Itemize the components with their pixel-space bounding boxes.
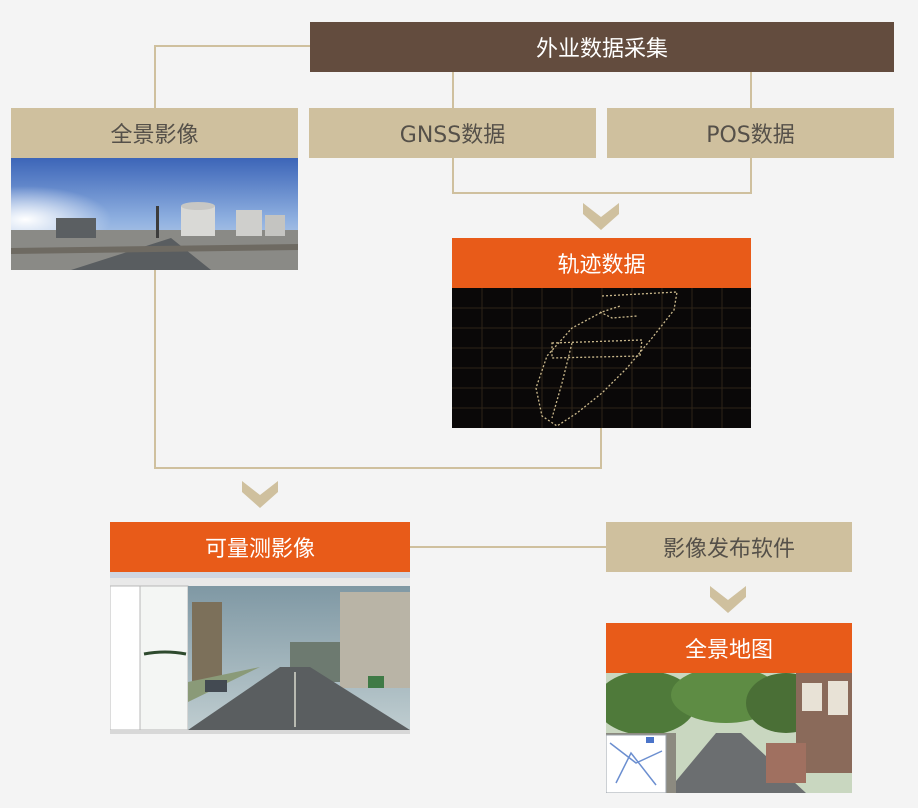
node-trajectory-data: 轨迹数据 xyxy=(452,238,751,288)
node-label: POS数据 xyxy=(706,123,795,148)
line-to-measurable xyxy=(154,270,602,469)
panorama-map-photo xyxy=(606,673,852,793)
node-field-collection: 外业数据采集 xyxy=(310,22,894,72)
measurable-image-screenshot xyxy=(110,572,410,734)
trajectory-plot-graphic xyxy=(452,288,751,428)
node-label: 影像发布软件 xyxy=(662,537,795,562)
measurable-image-screenshot-graphic xyxy=(110,572,410,734)
trajectory-plot xyxy=(452,288,751,428)
node-label: GNSS数据 xyxy=(399,123,506,148)
node-label: 轨迹数据 xyxy=(557,253,646,278)
line-gnss-pos-merge xyxy=(452,158,752,194)
panorama-map-photo-graphic xyxy=(606,673,852,793)
node-pos-data: POS数据 xyxy=(607,108,894,158)
node-panorama-map: 全景地图 xyxy=(606,623,852,673)
panorama-photo-graphic xyxy=(11,158,298,270)
node-label: 可量测影像 xyxy=(204,537,315,562)
node-gnss-data: GNSS数据 xyxy=(309,108,596,158)
node-measurable-image: 可量测影像 xyxy=(110,522,410,572)
line-collection-to-panorama xyxy=(154,45,310,108)
arrow-down-to-map xyxy=(710,586,746,613)
panorama-photo xyxy=(11,158,298,270)
node-label: 全景影像 xyxy=(110,123,199,148)
arrow-down-to-trajectory xyxy=(583,203,619,230)
node-label: 外业数据采集 xyxy=(535,37,668,62)
arrow-down-to-measurable xyxy=(242,481,278,508)
node-image-publish-software: 影像发布软件 xyxy=(606,522,852,572)
node-label: 全景地图 xyxy=(684,638,773,663)
node-panorama-image: 全景影像 xyxy=(11,108,298,158)
